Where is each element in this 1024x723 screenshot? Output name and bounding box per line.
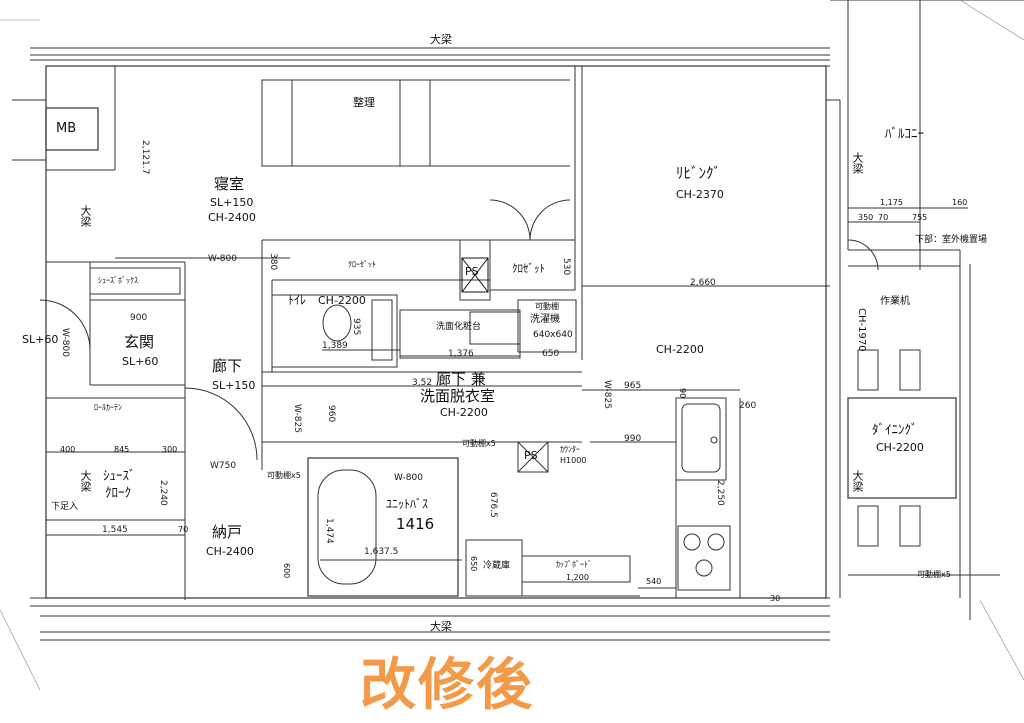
- bedroom-sl: SL+150: [210, 196, 254, 209]
- dim-2660: 2,660: [690, 278, 716, 288]
- hall-wash-name-1: 廊下 兼: [436, 370, 486, 388]
- hall-name: 廊下: [212, 357, 243, 375]
- dim-935: 935: [351, 318, 361, 336]
- hall-wash-name-2: 洗面脱衣室: [420, 387, 496, 405]
- ps-label-1: PS: [465, 265, 479, 278]
- hall-wash-ch: CH-2200: [440, 406, 488, 419]
- movable-shelf-label-3: 可動棚x5: [917, 570, 951, 579]
- dim-2240: 2,240: [158, 480, 168, 506]
- left-beam-label: 大梁: [79, 205, 92, 227]
- shoe-cloak-name-1: ｼｭｰｽﾞ: [103, 469, 136, 484]
- dim-990: 990: [624, 434, 642, 444]
- left-beam-label-2: 大梁: [79, 470, 92, 492]
- dim-70b: 70: [178, 525, 189, 534]
- toilet-name: ﾄｲﾚ: [288, 293, 307, 307]
- closet2-label: ｸﾛｾﾞｯﾄ: [512, 262, 545, 275]
- workdesk-label: 作業机: [880, 296, 910, 307]
- bedroom-name: 寝室: [214, 175, 245, 193]
- dim-30: 30: [770, 594, 781, 603]
- dim-160: 160: [952, 198, 968, 207]
- entrance-sl: SL+60: [122, 355, 159, 368]
- bottom-beam-label: 大梁: [430, 620, 452, 633]
- bedroom-ch: CH-2400: [208, 211, 256, 224]
- dim-400: 400: [60, 445, 76, 454]
- dim-650b: 650: [469, 556, 478, 572]
- dim-650a: 650: [542, 349, 560, 359]
- fridge-label: 冷蔵庫: [483, 561, 511, 571]
- dim-352: 3,52: [412, 378, 433, 388]
- footstep-label: 下足入: [51, 502, 79, 512]
- washer-name: 洗濯機: [530, 314, 560, 325]
- ps-label-2: PS: [524, 449, 538, 462]
- right-beam-label-2: 大梁: [851, 470, 864, 492]
- cupboard-w: 1,200: [566, 573, 589, 582]
- dim-w825-a: W-825: [292, 404, 302, 433]
- dim-540: 540: [646, 577, 662, 586]
- dim-16375: 1,637.5: [364, 547, 399, 557]
- right-beam-label: 大梁: [851, 152, 864, 174]
- dining-name: ﾀﾞｲﾆﾝｸﾞ: [872, 423, 918, 438]
- unit-bath-w: W-800: [394, 473, 423, 483]
- dim-1175: 1,175: [880, 198, 903, 207]
- unit-bath-size: 1416: [396, 515, 435, 533]
- dim-530: 530: [561, 258, 571, 276]
- dim-755: 755: [912, 213, 928, 222]
- nando-ch: CH-2400: [206, 545, 254, 558]
- balcony-label: ﾊﾞﾙｺﾆｰ: [885, 127, 924, 142]
- dim-1389: 1,389: [322, 341, 348, 351]
- dim-965: 965: [624, 381, 642, 391]
- washer-size: 640x640: [533, 330, 573, 340]
- counter-name: ｶｳﾝﾀｰ: [560, 445, 580, 454]
- dim-2121: 2,121.7: [140, 140, 150, 175]
- unit-bath-name: ﾕﾆｯﾄﾊﾞｽ: [386, 497, 429, 511]
- dim-sl60: SL+60: [22, 333, 59, 346]
- dim-90: 90: [678, 388, 687, 399]
- entrance-name: 玄関: [124, 333, 155, 351]
- dim-w825-b: W-825: [602, 380, 612, 409]
- living-ch: CH-2370: [676, 188, 724, 201]
- closet-label: ｸﾛｰｾﾞｯﾄ: [348, 260, 376, 269]
- dim-845: 845: [114, 445, 130, 454]
- top-beam-label: 大梁: [430, 33, 452, 46]
- toilet-ch: CH-2200: [318, 294, 366, 307]
- shoe-cloak-name-2: ｸﾛｰｸ: [105, 486, 131, 501]
- dim-350: 350: [858, 213, 874, 222]
- washer-shelf: 可動棚: [535, 302, 559, 311]
- dim-1545: 1,545: [102, 525, 128, 535]
- dim-300: 300: [162, 445, 178, 454]
- dim-w800-top: W-800: [208, 254, 237, 264]
- dim-380: 380: [268, 253, 278, 271]
- dim-2250: 2,250: [715, 480, 725, 506]
- seiri-label: 整理: [353, 96, 375, 109]
- renovation-stamp: 改修後: [360, 653, 534, 718]
- cupboard-name: ｶｯﾌﾟﾎﾞｰﾄﾞ: [556, 560, 592, 569]
- vanity-label: 洗面化粧台: [436, 322, 482, 332]
- dim-600: 600: [282, 563, 291, 579]
- workdesk-ch: CH-1970: [856, 308, 867, 352]
- living-name: ﾘﾋﾞﾝｸﾞ: [676, 164, 722, 182]
- nando-name: 納戸: [212, 523, 243, 541]
- dining-ch: CH-2200: [876, 441, 924, 454]
- hall-sl: SL+150: [212, 379, 256, 392]
- shoebox-label: ｼｭｰｽﾞﾎﾞｯｸｽ: [98, 276, 138, 285]
- dim-960: 960: [326, 405, 336, 423]
- dim-260: 260: [739, 401, 757, 411]
- dim-900: 900: [130, 313, 148, 323]
- movable-shelf-label-1: 可動棚x5: [267, 471, 301, 480]
- ldk-ch: CH-2200: [656, 343, 704, 356]
- dim-w750: W750: [210, 461, 237, 471]
- dim-w800-left: W-800: [60, 328, 70, 357]
- dim-1376: 1,376: [448, 349, 474, 359]
- counter-h: H1000: [560, 456, 587, 465]
- dim-1474: 1,474: [324, 518, 334, 544]
- movable-shelf-label-2: 可動棚x5: [462, 439, 496, 448]
- mb-label: MB: [56, 121, 77, 136]
- roll-curtain-label: ﾛｰﾙｶｰﾃﾝ: [94, 403, 122, 412]
- outdoor-unit-label: 下部：室外機置場: [915, 235, 988, 245]
- dim-6765: 676.5: [488, 492, 498, 518]
- dim-70a: 70: [878, 213, 889, 222]
